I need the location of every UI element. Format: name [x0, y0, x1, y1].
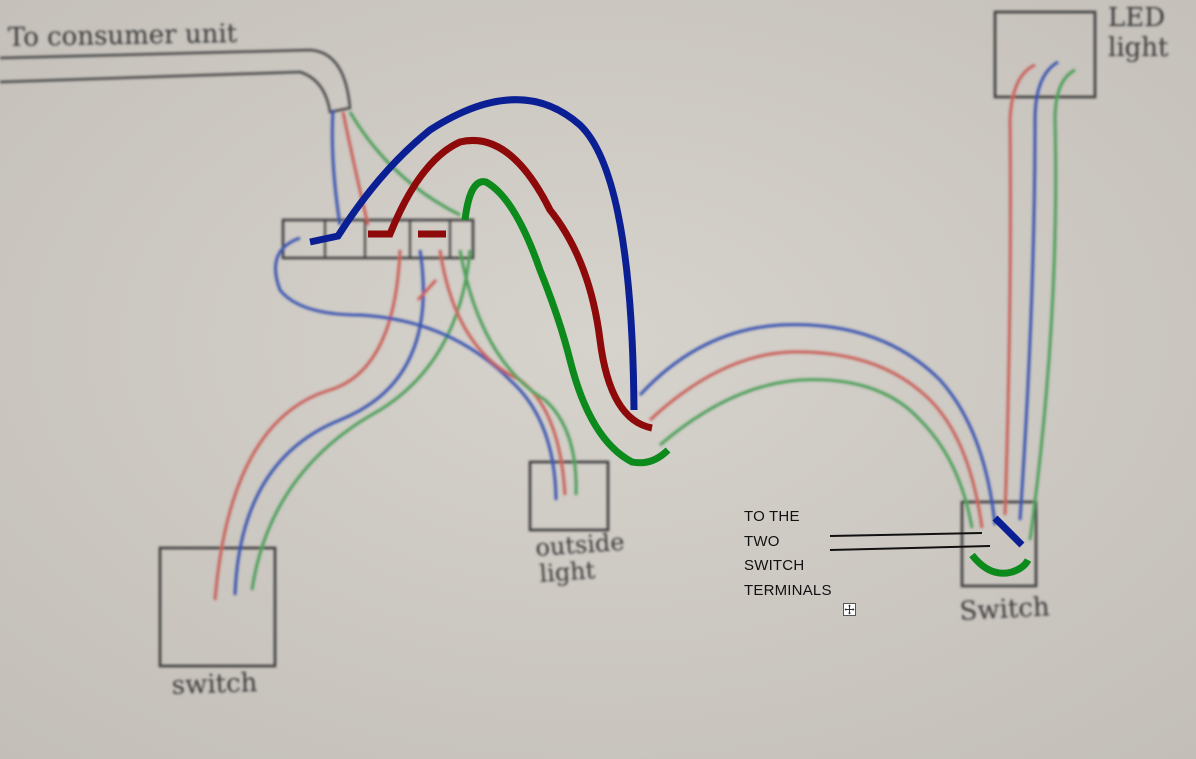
green-wire [461, 178, 671, 467]
outside-light-label-1: outside [534, 528, 625, 562]
right-switch-green [969, 552, 1032, 577]
red-wire [368, 137, 653, 432]
annotation-line-2: TWO [744, 532, 780, 550]
pointer-line-lower [829, 545, 991, 551]
consumer-unit-cable [0, 48, 352, 114]
pencil-sketch: To consumer unit LED light outside light… [0, 3, 1169, 701]
annotation-line-3: SWITCH [744, 557, 805, 574]
led-light-box [993, 10, 1097, 99]
terminal-pointers [829, 532, 991, 551]
right-switch-label: Switch [959, 592, 1051, 627]
blue-wire [309, 96, 638, 411]
annotation-line-4: TERMINALS [744, 581, 832, 599]
led-light-label-1: LED [1108, 3, 1165, 33]
outside-light-label-2: light [538, 556, 596, 588]
left-switch-label: switch [171, 668, 258, 701]
right-switch-box [960, 500, 1038, 588]
annotation-line-1: TO THE [744, 508, 800, 525]
outside-light-box [528, 460, 610, 532]
led-light-label-2: light [1108, 33, 1169, 63]
right-switch-blue [992, 515, 1025, 548]
left-switch-box [158, 546, 277, 668]
junction-box [281, 218, 475, 260]
overlay-wires [309, 96, 1032, 577]
pointer-line-upper [829, 532, 983, 537]
terminal-annotation: TO THE TWO SWITCH TERMINALS [744, 505, 874, 603]
consumer-unit-label: To consumer unit [8, 19, 238, 53]
move-handle-icon[interactable] [843, 603, 856, 616]
